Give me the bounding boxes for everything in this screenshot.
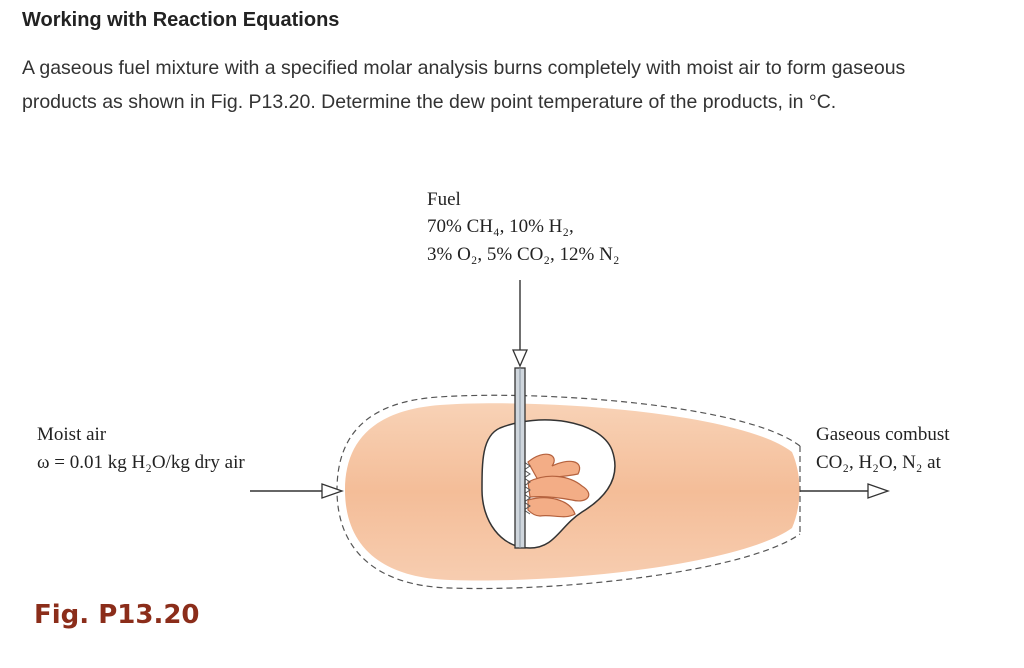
flame-icon xyxy=(527,453,590,518)
products-label: Gaseous combust xyxy=(816,424,950,445)
fuel-composition-line2: 3% O₂, 5% CO₂, 12% N₂ xyxy=(427,244,619,265)
fuel-arrowhead xyxy=(512,349,528,368)
air-humidity-spec: ω = 0.01 kg H₂O/kg dry air xyxy=(37,452,245,473)
air-arrowhead xyxy=(321,483,344,499)
air-label: Moist air xyxy=(37,424,107,445)
product-arrowhead xyxy=(867,483,890,499)
products-composition: CO₂, H₂O, N₂ at xyxy=(816,452,942,473)
fuel-composition-line1: 70% CH₄, 10% H₂, xyxy=(427,216,574,237)
figure-caption: Fig. P13.20 xyxy=(34,600,200,630)
fuel-label: Fuel xyxy=(427,189,461,210)
heading: Working with Reaction Equations xyxy=(22,9,340,31)
problem-statement: A gaseous fuel mixture with a specified … xyxy=(22,57,906,113)
